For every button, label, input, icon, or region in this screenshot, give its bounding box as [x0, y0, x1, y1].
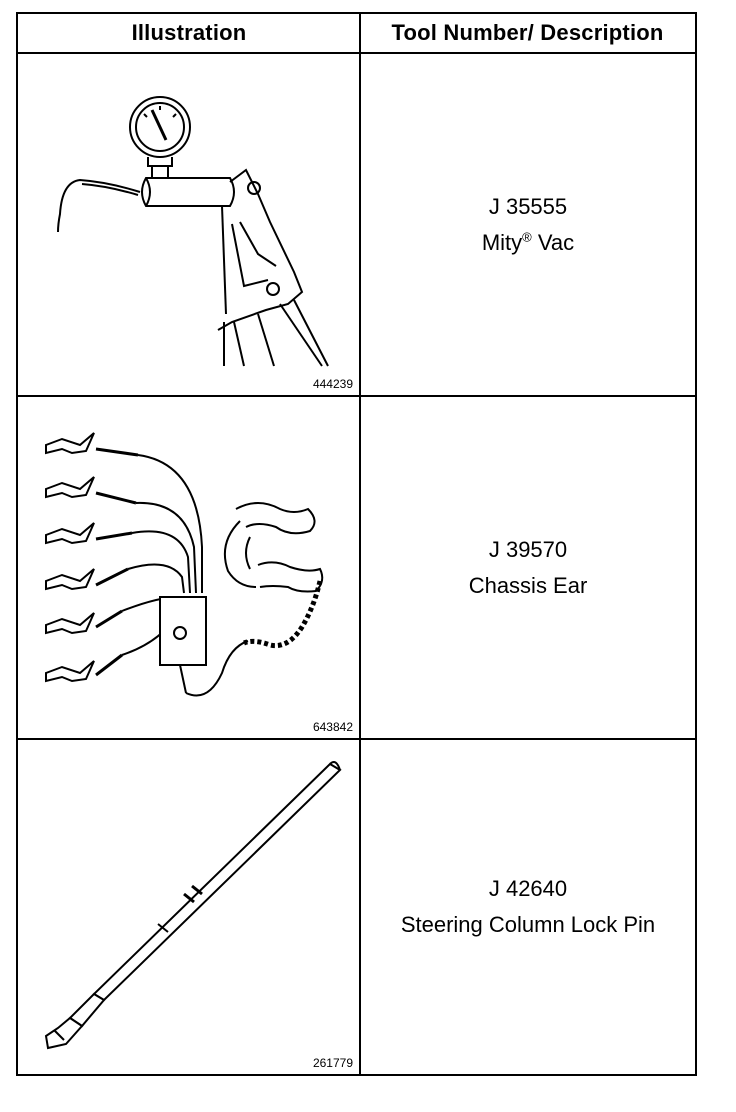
- figure-number: 643842: [312, 720, 353, 734]
- description-cell: J 39570 Chassis Ear: [361, 397, 695, 738]
- tool-table: Illustration Tool Number/ Description: [16, 12, 697, 1076]
- figure-number: 444239: [312, 377, 353, 391]
- column-divider: [359, 14, 361, 1074]
- tool-number: J 42640: [488, 876, 568, 901]
- tool-number: J 35555: [488, 193, 568, 219]
- header-illustration: Illustration: [131, 20, 247, 45]
- header-tool-description: Tool Number/ Description: [391, 20, 664, 45]
- table-row: 444239 J 35555 Mity® Vac: [18, 54, 695, 397]
- tool-description: Mity® Vac: [481, 229, 575, 255]
- description-cell: J 42640 Steering Column Lock Pin: [361, 740, 695, 1074]
- registered-mark: ®: [522, 229, 532, 245]
- table-header: Illustration Tool Number/ Description: [18, 14, 695, 54]
- illustration-cell: 643842: [18, 397, 359, 738]
- table-row: 261779 J 42640 Steering Column Lock Pin: [18, 740, 695, 1074]
- tool-number: J 39570: [488, 536, 568, 562]
- lock-pin-icon: [44, 761, 342, 1050]
- illustration-cell: 444239: [18, 54, 359, 395]
- table-row: 643842 J 39570 Chassis Ear: [18, 397, 695, 740]
- tool-description: Steering Column Lock Pin: [400, 912, 656, 937]
- chassis-ear-clips-icon: [45, 432, 324, 697]
- vacuum-pump-gauge-icon: [57, 96, 329, 367]
- tool-description: Chassis Ear: [468, 572, 588, 598]
- description-cell: J 35555 Mity® Vac: [361, 54, 695, 395]
- illustration-cell: 261779: [18, 740, 359, 1074]
- figure-number: 261779: [312, 1056, 353, 1070]
